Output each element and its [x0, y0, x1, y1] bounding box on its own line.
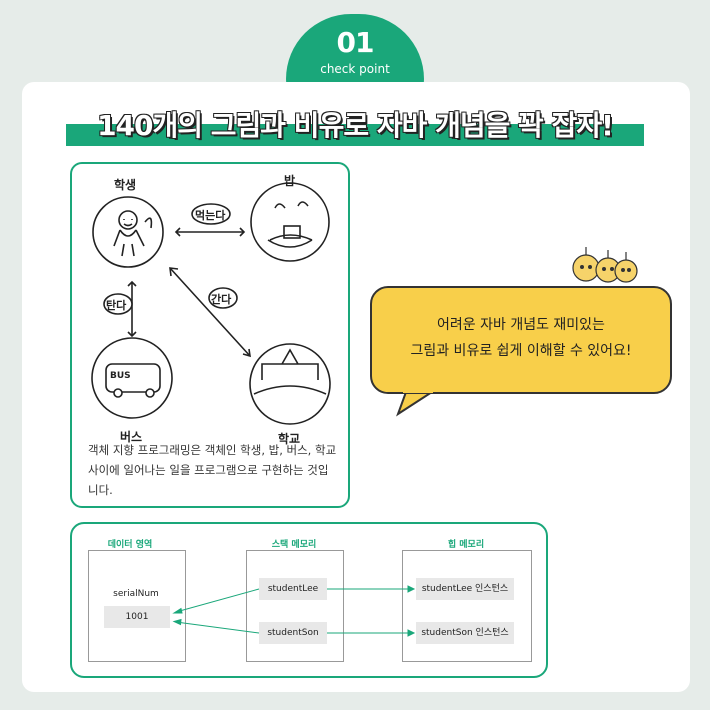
bowl-icon [267, 234, 313, 248]
memory-diagram-box [70, 522, 548, 678]
bus-label: 버스 [120, 430, 143, 444]
go-label: 간다 [211, 293, 232, 306]
speech-line-2: 그림과 비유로 쉽게 이해할 수 있어요! [410, 343, 632, 359]
var-value-cell: 1001 [104, 606, 170, 628]
go-label-bubble [208, 287, 238, 309]
arrow-son-to-serial [175, 621, 260, 634]
data-area-title: 데이터 영역 [107, 540, 153, 550]
speech-text: 어려운 자바 개념도 재미있는 그림과 비유로 쉽게 이해할 수 있어요! [370, 312, 672, 364]
speech-line-1: 어려운 자바 개념도 재미있는 [437, 317, 605, 333]
eat-label: 먹는다 [195, 209, 226, 222]
headline: 140개의 그림과 비유로 자바 개념을 꽉 잡자! [97, 109, 614, 142]
headline-highlight [66, 124, 644, 146]
heap-title: 힙 메모리 [447, 540, 485, 550]
stack-item: studentLee [259, 578, 327, 600]
badge-caption: check point [320, 62, 390, 76]
eat-label-bubble [191, 203, 231, 225]
oop-description: 객체 지향 프로그래밍은 객체인 학생, 밥, 버스, 학교 사이에 일어나는 … [88, 443, 337, 497]
arrow-lee-to-serial [175, 588, 260, 613]
var-name: serialNum [113, 589, 159, 599]
ride-label-bubble [103, 293, 133, 315]
stack-title: 스택 메모리 [271, 540, 317, 550]
badge-number: 01 [336, 26, 375, 59]
bus-icon [105, 363, 161, 393]
rice-circle [250, 182, 330, 262]
school-circle [249, 343, 331, 425]
heap-item: studentLee 인스턴스 [416, 578, 514, 600]
go-arrow [169, 267, 251, 357]
stack-item: studentSon [259, 622, 327, 644]
school-label: 학교 [278, 432, 301, 446]
student-label: 학생 [114, 178, 137, 192]
student-head-icon [118, 210, 138, 230]
school-icon [261, 348, 319, 380]
mascot-kids-icon [572, 247, 638, 283]
bus-circle [91, 337, 173, 419]
speech-bubble [370, 286, 672, 394]
heap-item: studentSon 인스턴스 [416, 622, 514, 644]
ride-label: 탄다 [106, 299, 127, 312]
bus-sign: BUS [110, 371, 131, 381]
student-circle [92, 196, 164, 268]
rice-label: 밥 [284, 174, 296, 188]
